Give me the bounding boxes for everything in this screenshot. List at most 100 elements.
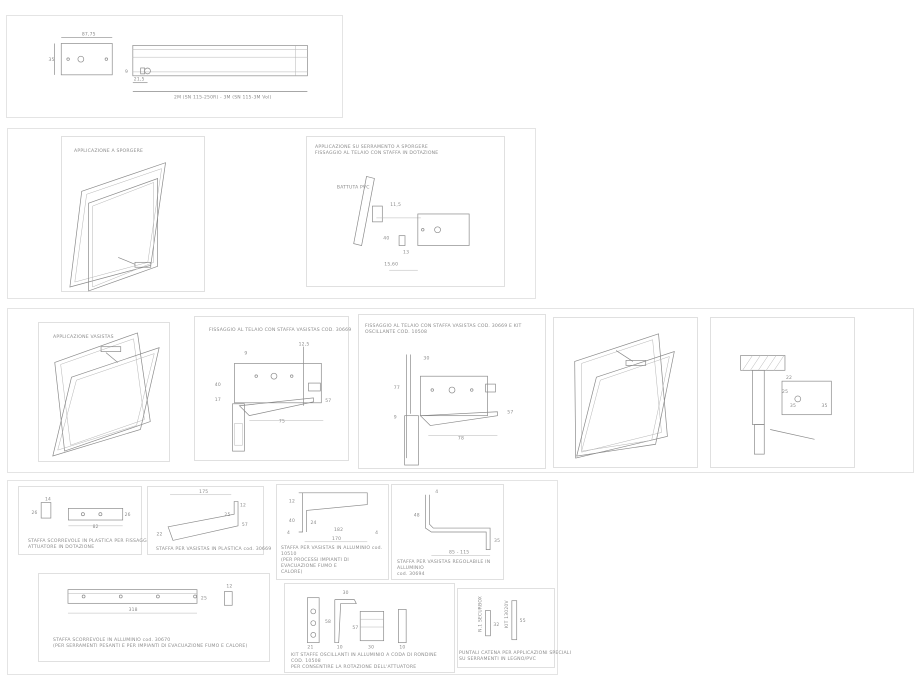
- sporgere-view-caption: APPLICAZIONE A SPORGERE: [74, 149, 144, 154]
- dim: 9: [244, 350, 247, 356]
- dim: 22: [156, 532, 162, 538]
- accessories-panel: 14 26 82 26 STAFFA SCORREVOLE IN PLASTIC…: [7, 480, 571, 675]
- actuator: [100, 346, 122, 352]
- dim: 48: [414, 512, 420, 518]
- slide-bracket-plastic: 14 26 82 26 STAFFA SCORREVOLE IN PLASTIC…: [18, 486, 152, 555]
- dim: 35: [494, 538, 500, 544]
- profile-panel: 87,75 35 9 21,5 2M (SN 115-250R) - 3M (S…: [6, 15, 343, 118]
- dim: 32: [493, 622, 499, 628]
- sporgere-panel: APPLICAZIONE A SPORGERE APPLICAZIONE SU …: [7, 128, 536, 299]
- dim: 12: [240, 502, 246, 508]
- dim: 4: [375, 530, 378, 536]
- dim: 57: [242, 522, 248, 528]
- dim: 35: [821, 403, 827, 409]
- vasistas-panel: APPLICAZIONE VASISTAS FISSAGGIO AL TELAI…: [7, 308, 914, 473]
- actuator: [625, 360, 647, 366]
- sporgere-detail-caption-1: APPLICAZIONE SU SERRAMENTO A SPORGERE: [315, 145, 428, 150]
- hole: [77, 55, 85, 63]
- dim: 9: [394, 415, 397, 421]
- dim: 4: [287, 530, 290, 536]
- dim: 15,60: [384, 261, 398, 267]
- alu-bracket-caption-box: STAFFA PER VASISTAS IN ALLUMINIO cod. 10…: [281, 546, 385, 576]
- oscillating-kit-caption-2: PER CONSENTIRE LA ROTAZIONE DELL'ATTUATO…: [291, 665, 417, 670]
- dim: 40: [289, 518, 295, 524]
- profile-long-view: [132, 45, 308, 77]
- adjustable-bracket-caption-box: STAFFA PER VASISTAS REGOLABILE IN ALLUMI…: [397, 560, 500, 578]
- vasistas-view: APPLICAZIONE VASISTAS: [38, 322, 170, 462]
- vasistas-detail-2-caption: FISSAGGIO AL TELAIO CON STAFFA VASISTAS …: [365, 324, 522, 335]
- vasistas-detail-1: FISSAGGIO AL TELAIO CON STAFFA VASISTAS …: [194, 316, 351, 461]
- actuator: [134, 261, 152, 268]
- dim: 17: [215, 397, 221, 403]
- dim: 30: [368, 645, 374, 651]
- window-vasistas-2-drawing: [574, 333, 675, 459]
- dim: 12: [226, 584, 232, 590]
- oscillating-kit-drawing: 30 58 57 21 10 30 10: [307, 590, 407, 651]
- dim: 26: [125, 512, 131, 518]
- vasistas-detail-3: 22 25 35 35: [710, 317, 855, 468]
- alu-slide-bracket-caption-2: (PER SERRAMENTI PESANTI E PER IMPIANTI D…: [53, 644, 248, 649]
- dim-height: 35: [48, 57, 54, 63]
- plastic-bracket-drawing: 175 12 25 57 22: [156, 489, 248, 541]
- profile-drawing: 87,75 35 9 21,5 2M (SN 115-250R) - 3M (S…: [48, 32, 308, 100]
- dim: 55: [520, 618, 526, 624]
- dim: 318: [129, 607, 138, 613]
- dim: 25: [782, 389, 788, 395]
- dim: 12,5: [299, 342, 310, 348]
- oscillating-kit-caption-box: KIT STAFFE OSCILLANTI IN ALLUMINIO A COD…: [291, 653, 451, 671]
- vasistas-detail-2-caption-box: FISSAGGIO AL TELAIO CON STAFFA VASISTAS …: [365, 324, 541, 336]
- dim: 58: [325, 619, 331, 625]
- profile-section: [60, 43, 113, 76]
- vasistas-view-caption: APPLICAZIONE VASISTAS: [53, 335, 114, 340]
- chain-tips-caption-2: SU SERRAMENTI IN LEGNO/PVC: [459, 657, 537, 662]
- hole: [66, 57, 70, 61]
- chain-label: N.1 SECURBOX: [478, 596, 484, 632]
- dim-width: 87,75: [82, 32, 96, 38]
- dim: 57: [352, 625, 358, 631]
- dim: 25: [224, 512, 230, 518]
- alu-slide-bracket: 318 25 12 STAFFA SCORREVOLE IN ALLUMINIO…: [38, 573, 270, 662]
- window-vasistas-drawing: [52, 332, 160, 457]
- dim: 78: [458, 435, 464, 441]
- dim: 4: [435, 489, 438, 495]
- sporgere-detail: APPLICAZIONE SU SERRAMENTO A SPORGERE FI…: [306, 136, 505, 287]
- slide-bracket-plastic-drawing: 14 26 82 26: [31, 497, 131, 530]
- window-sporgere-drawing: [69, 162, 166, 292]
- dim: 26: [31, 510, 37, 516]
- alu-bracket-drawing: 12 40 24 182 4 4 170: [287, 492, 378, 543]
- dim: 75: [279, 419, 285, 425]
- vasistas-detail-2-drawing: 30 77 9 57 78: [394, 354, 513, 466]
- dim: 175: [199, 489, 208, 495]
- dim: 170: [332, 536, 341, 542]
- oscillating-kit-caption-1: KIT STAFFE OSCILLANTI IN ALLUMINIO A COD…: [291, 653, 437, 664]
- dim-small: 9: [125, 69, 128, 75]
- adjustable-bracket-drawing: 4 48 85 - 115 35: [414, 489, 500, 556]
- dim: 77: [394, 385, 400, 391]
- alu-bracket: 12 40 24 182 4 4 170 STAFFA PER VASISTAS…: [276, 484, 389, 580]
- dim: 13: [403, 249, 409, 255]
- dim: 40: [215, 382, 221, 388]
- sporgere-detail-drawing: BATTUTA PVC 11,5 40 13 15,60: [337, 176, 470, 271]
- dim: 21: [307, 645, 313, 651]
- dim: 10: [337, 645, 343, 651]
- dim: 85 - 115: [449, 550, 469, 556]
- dim: 82: [93, 524, 99, 530]
- adjustable-bracket-caption-2: cod. 30694: [397, 572, 425, 577]
- alu-bracket-caption-2: (PER PROCESSI IMPIANTI DI EVACUAZIONE FU…: [281, 558, 349, 569]
- oscillating-kit: 30 58 57 21 10 30 10 KIT STAFFE OSCILLAN…: [284, 583, 455, 673]
- dim: 182: [334, 527, 343, 533]
- dim: 40: [383, 236, 389, 242]
- dim: 57: [507, 410, 513, 416]
- dim: 12: [289, 499, 295, 505]
- chain-label: KIT 13020V: [504, 600, 510, 628]
- dim: 11,5: [390, 202, 401, 208]
- dim: 22: [786, 375, 792, 381]
- plastic-bracket: 175 12 25 57 22 STAFFA PER VASISTAS IN P…: [147, 486, 271, 555]
- dim: 14: [45, 497, 51, 503]
- dim: 30: [423, 355, 429, 361]
- alu-bracket-caption-1: STAFFA PER VASISTAS IN ALLUMINIO cod. 10…: [281, 546, 383, 557]
- vasistas-detail-3-drawing: 22 25 35 35: [740, 355, 832, 455]
- actuator-end: [417, 213, 470, 246]
- sporgere-detail-caption-2: FISSAGGIO AL TELAIO CON STAFFA IN DOTAZI…: [315, 151, 439, 156]
- sporgere-view: APPLICAZIONE A SPORGERE: [61, 136, 205, 292]
